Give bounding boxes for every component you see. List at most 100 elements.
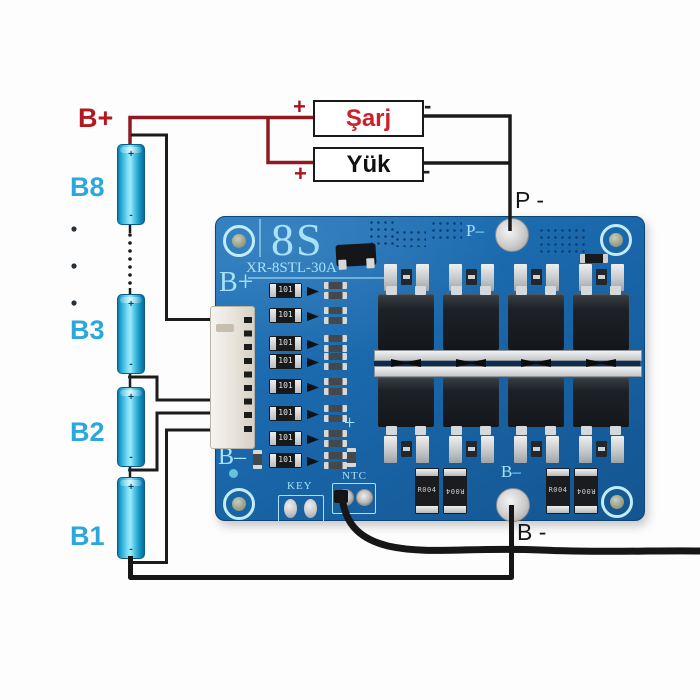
silkscreen-model: XR-8STL-30A: [246, 260, 337, 276]
smd-resistor: [324, 462, 347, 469]
smd-resistor: [324, 317, 347, 324]
silkscreen-cell-count: 8S: [271, 214, 324, 265]
solder-bus-bar: [374, 350, 642, 361]
battery-cell-b8: + -: [117, 144, 145, 225]
charge-plus-sign: +: [293, 94, 306, 119]
connector-notch: [216, 324, 234, 332]
mosfet: [378, 286, 434, 350]
bus-mark: [456, 359, 486, 367]
smd-resistor: [324, 307, 347, 314]
smd-resistor: [324, 452, 347, 459]
key-pad: [284, 499, 297, 518]
diode-icon: [307, 382, 319, 393]
key-pad: [304, 499, 317, 518]
silkscreen-key: KEY: [287, 480, 313, 492]
bus-mark: [521, 359, 551, 367]
cell-minus-mark: -: [129, 210, 133, 221]
balance-row: 101: [266, 282, 354, 300]
balance-row: 101: [266, 307, 354, 325]
smd-resistor: [324, 378, 347, 385]
bms-board: 8S XR-8STL-30A B+ P– B– B– + KEY NTC 101: [210, 214, 645, 524]
diode-icon: [307, 339, 319, 350]
wire-load-positive: [266, 117, 313, 165]
mosfet: [573, 377, 629, 435]
mosfet: [508, 377, 564, 435]
smd-resistor: [324, 405, 347, 412]
smd-component: [580, 254, 608, 263]
diode-icon: [307, 434, 319, 445]
smd-resistor: [324, 335, 347, 342]
smd-resistor: [324, 388, 347, 395]
silkscreen-p-minus: P–: [466, 221, 484, 240]
connector-pins: [244, 317, 252, 439]
smd-resistor: [324, 353, 347, 360]
sense-resistor: R004: [443, 468, 467, 514]
load-plus-sign: +: [294, 161, 307, 186]
silkscreen-b-plus: B+: [219, 267, 254, 298]
diode-icon: [307, 357, 319, 368]
smd-cluster: [449, 436, 494, 464]
balance-resistor: 101: [269, 354, 302, 369]
battery-cell-b3: + -: [117, 294, 145, 374]
mosfet: [378, 377, 434, 435]
silkscreen-b-minus-left: B–: [218, 444, 247, 470]
solder-bus-bar: [374, 366, 642, 377]
ntc-pad: [337, 489, 354, 506]
pack-positive-label: B+: [78, 103, 114, 133]
cell-label-b8: B8: [70, 172, 105, 202]
via-grid: [394, 229, 426, 247]
balance-resistor: 101: [269, 379, 302, 394]
diode-icon: [307, 286, 319, 297]
smd-resistor: [324, 282, 347, 289]
battery-minus-annotation: B -: [517, 519, 547, 545]
charge-box: Şarj: [313, 100, 424, 137]
balance-resistor: 101: [269, 308, 302, 323]
charge-label: Şarj: [345, 104, 392, 132]
balance-row: 101: [266, 335, 354, 353]
omitted-cells-dots: [128, 233, 132, 285]
silkscreen-ntc: NTC: [342, 470, 367, 482]
mosfet: [573, 286, 629, 350]
bus-gap: [374, 360, 640, 366]
via-grid: [538, 227, 586, 253]
smd-resistor: [324, 440, 347, 447]
cell-minus-mark: -: [129, 544, 133, 555]
smd-resistor: [347, 448, 356, 467]
silkscreen-line: [259, 219, 261, 257]
cell-minus-mark: -: [129, 359, 133, 370]
smd-resistor: [324, 345, 347, 352]
smd-resistor: [324, 292, 347, 299]
balance-row: 101: [266, 353, 354, 371]
mosfet: [443, 377, 499, 435]
smd-diode: [335, 242, 377, 268]
via-dot: [229, 469, 238, 478]
battery-cell-b2: + -: [117, 387, 145, 467]
via-grid: [430, 220, 462, 242]
load-minus-sign: -: [423, 158, 431, 183]
smd-cluster: [384, 436, 429, 464]
balance-resistor: 101: [269, 283, 302, 298]
junction-dot: [128, 375, 132, 379]
charge-minus-sign: -: [424, 93, 432, 118]
smd-cluster: [514, 264, 559, 292]
cell-plus-mark: +: [128, 392, 134, 403]
balance-connector: [210, 306, 255, 449]
mounting-hole: [600, 224, 632, 256]
p-minus-pad: [495, 218, 529, 252]
smd-resistor: [253, 450, 262, 469]
silkscreen-b-minus: B–: [501, 462, 521, 481]
ntc-pad: [356, 489, 373, 506]
diode-icon: [307, 456, 319, 467]
ntc-pad-box: [332, 483, 376, 514]
smd-cluster: [579, 264, 624, 292]
mounting-hole: [223, 225, 255, 257]
balance-resistor: 101: [269, 431, 302, 446]
smd-resistor: [324, 430, 347, 437]
balance-resistor: 101: [269, 336, 302, 351]
sense-resistor: R004: [415, 468, 439, 514]
cell-plus-mark: +: [128, 149, 134, 160]
cell-label-b3: B3: [70, 315, 105, 345]
wire-pack-positive: [128, 115, 313, 147]
smd-resistor: [324, 415, 347, 422]
